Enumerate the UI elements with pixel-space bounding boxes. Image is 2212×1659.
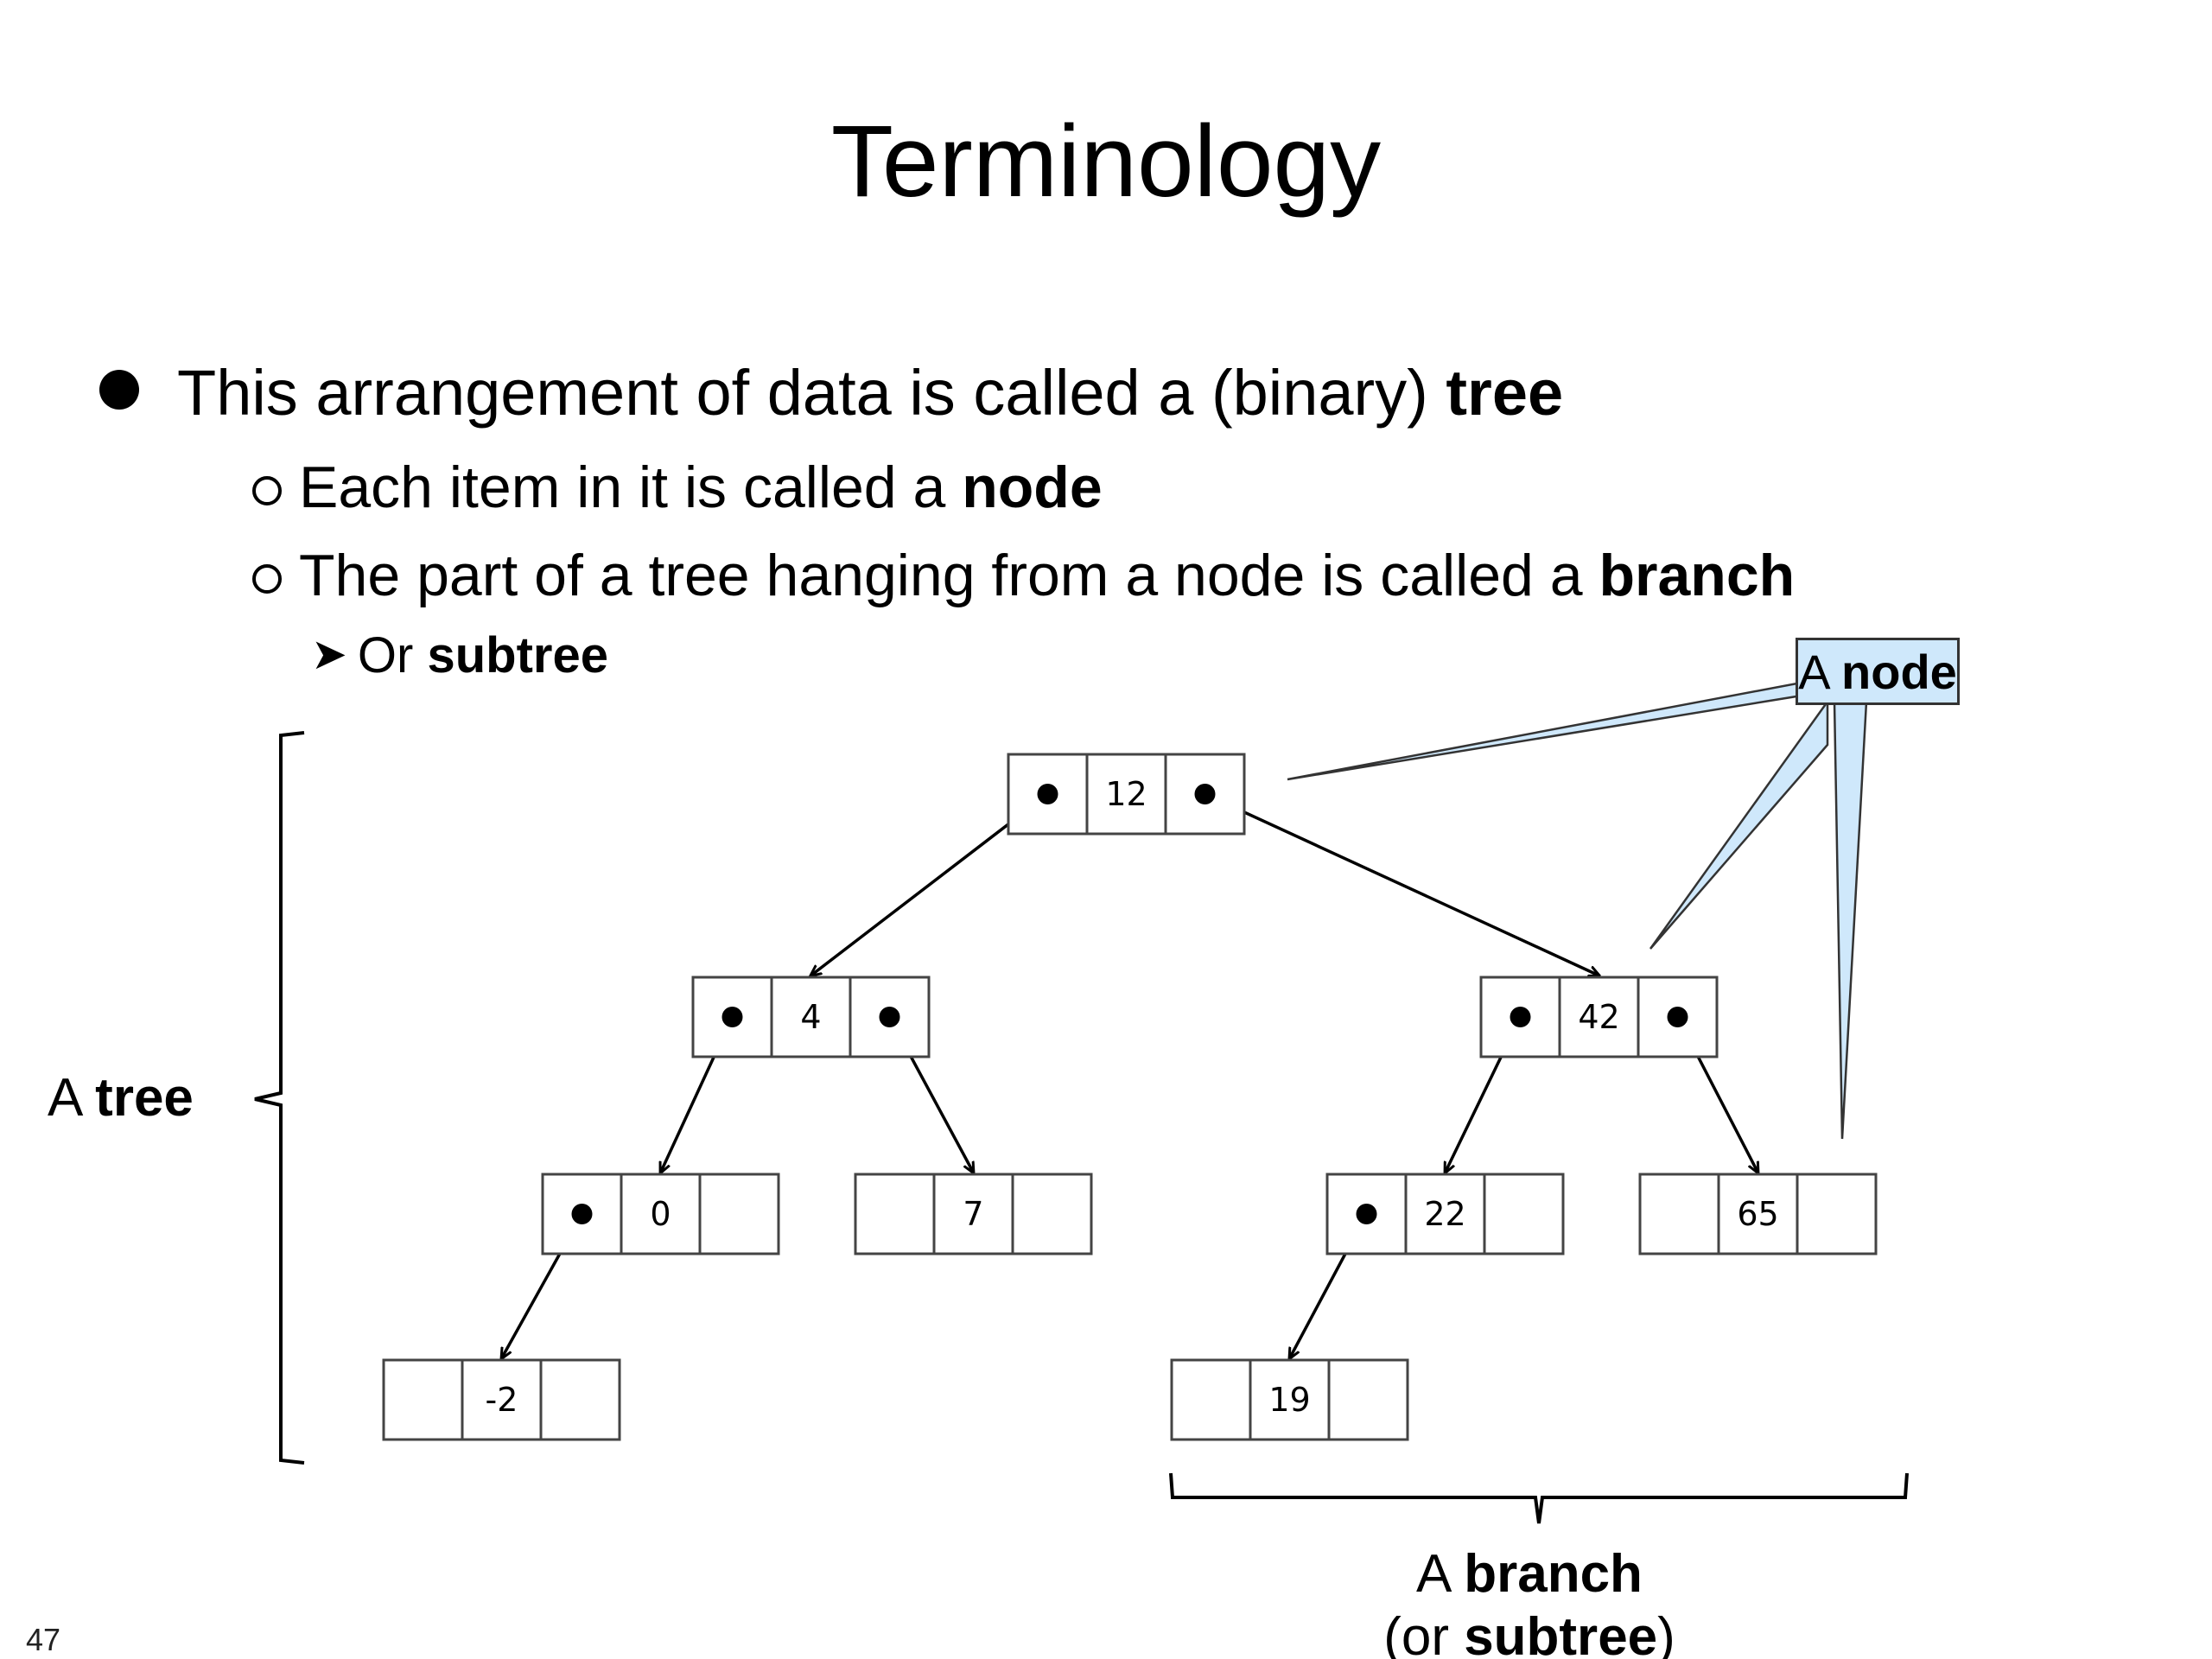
value-cell: [1717, 1173, 1799, 1255]
bullet-text: The part of a tree hanging from a node i…: [299, 543, 1599, 608]
bullet-circle-icon: [252, 564, 282, 594]
branch-label: A branch (or subtree): [1382, 1542, 1676, 1659]
branch-label-close: ): [1657, 1607, 1675, 1659]
branch-label-term: branch: [1464, 1544, 1643, 1604]
node-value-label: 4: [800, 998, 821, 1036]
node-value-label: 12: [1105, 775, 1147, 813]
tree-node-65: 65: [1638, 1173, 1878, 1255]
right-pointer-cell: [1327, 1358, 1409, 1441]
pointer-dot-icon: [1356, 1204, 1377, 1224]
branch-label-open: (or: [1383, 1607, 1465, 1659]
tree-node-19: 19: [1170, 1358, 1409, 1441]
tree-node-12: 12: [1007, 753, 1246, 836]
callout-pointer-node42: [1649, 698, 1829, 950]
branch-brace: [1169, 1472, 1909, 1524]
pointer-dot-icon: [721, 1007, 743, 1027]
bullet-level2-branch: The part of a tree hanging from a node i…: [252, 546, 1795, 605]
tree-nodes: 12 4 42 0 7 22 65 -2 19: [382, 753, 1878, 1441]
bullet-bold-term: tree: [1446, 357, 1564, 429]
bullet-level2-node: Each item in it is called a node: [252, 458, 1103, 517]
node-value-label: 19: [1268, 1381, 1310, 1419]
bullet-level1: This arrangement of data is called a (bi…: [99, 361, 1563, 425]
value-cell: [1404, 1173, 1486, 1255]
bullet-circle-icon: [252, 476, 282, 505]
branch-label-line2: (or subtree): [1382, 1605, 1676, 1659]
value-cell: [770, 976, 852, 1058]
right-pointer-cell: [1011, 1173, 1093, 1255]
left-pointer-cell: [1170, 1358, 1252, 1441]
tree-label: A tree: [48, 1071, 194, 1125]
node-value-label: 65: [1737, 1195, 1778, 1233]
edge-12-to-42: [1204, 792, 1599, 976]
bullet-bold-term: branch: [1599, 543, 1796, 608]
value-cell: [1558, 976, 1640, 1058]
node-value-label: 42: [1578, 998, 1619, 1036]
pointer-dot-icon: [1667, 1007, 1688, 1027]
branch-label-line1: A branch: [1382, 1542, 1676, 1605]
bullet-level3-subtree: ➤Or subtree: [311, 631, 608, 681]
callout-prefix: A: [1798, 645, 1842, 699]
arrowhead-bullet-icon: ➤: [311, 630, 347, 678]
right-pointer-cell: [539, 1358, 621, 1441]
callout-pointer-node65: [1833, 700, 1868, 1140]
value-cell: [932, 1173, 1014, 1255]
left-pointer-cell: [382, 1358, 464, 1441]
slide-number: 47: [26, 1622, 61, 1657]
tree-edges: [502, 792, 1758, 1358]
pointer-dot-icon: [1510, 1007, 1531, 1027]
pointer-dot-icon: [879, 1007, 900, 1027]
right-pointer-cell: [1796, 1173, 1878, 1255]
callout-pointers: [1287, 681, 1868, 1140]
bullet-text: Each item in it is called a: [299, 454, 963, 520]
slide-title: Terminology: [830, 105, 1382, 219]
branch-label-prefix: A: [1416, 1544, 1465, 1604]
pointer-dot-icon: [1194, 784, 1216, 804]
node-value-label: 0: [650, 1195, 671, 1233]
tree-node--2: -2: [382, 1358, 621, 1441]
value-cell: [461, 1358, 543, 1441]
bullet-text: This arrangement of data is called a (bi…: [177, 357, 1446, 429]
node-value-label: 22: [1424, 1195, 1465, 1233]
node-callout: A node: [1796, 638, 1960, 705]
left-pointer-cell: [1007, 753, 1089, 836]
value-cell: [620, 1173, 702, 1255]
bullet-text: Or: [357, 627, 428, 683]
branch-label-subtree: subtree: [1464, 1607, 1658, 1659]
left-pointer-cell: [854, 1173, 936, 1255]
callout-pointer-root: [1287, 681, 1803, 781]
right-pointer-cell: [698, 1173, 780, 1255]
callout-term: node: [1841, 645, 1957, 699]
tree-label-term: tree: [95, 1068, 194, 1128]
bullet-bold-term: subtree: [427, 627, 608, 683]
tree-brace: [254, 731, 305, 1465]
left-pointer-cell: [1638, 1173, 1720, 1255]
bullet-dot-icon: [99, 370, 139, 410]
pointer-dot-icon: [571, 1204, 593, 1224]
tree-node-42: 42: [1479, 976, 1719, 1058]
right-pointer-cell: [1483, 1173, 1565, 1255]
bullet-bold-term: node: [962, 454, 1103, 520]
pointer-dot-icon: [1037, 784, 1058, 804]
node-value-label: 7: [963, 1195, 983, 1233]
node-value-label: -2: [486, 1381, 518, 1419]
tree-node-7: 7: [854, 1173, 1093, 1255]
tree-label-prefix: A: [48, 1068, 96, 1128]
